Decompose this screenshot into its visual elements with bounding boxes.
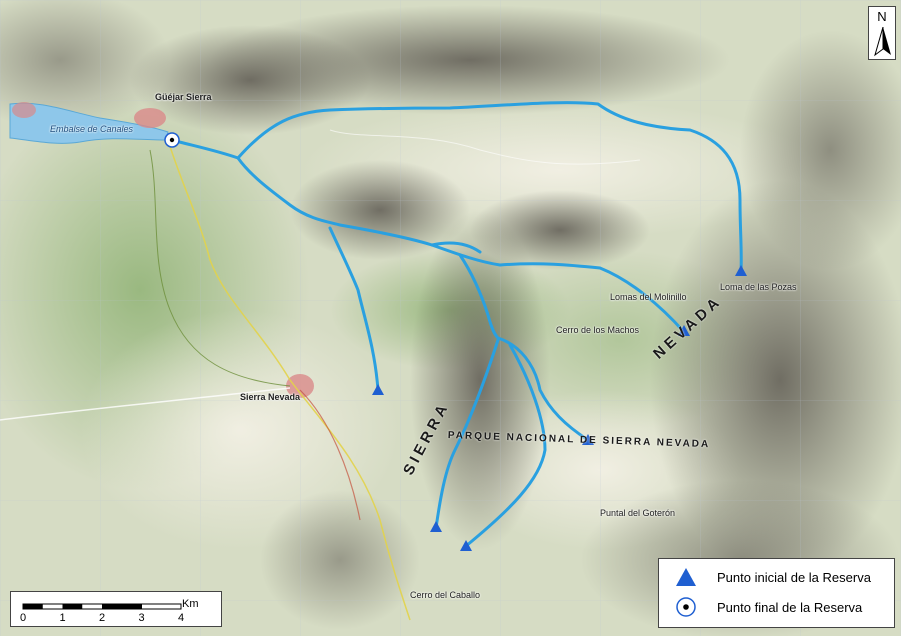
place-name: Loma de las Pozas [720,282,797,292]
place-name: Embalse de Canales [50,124,134,134]
scale-tick: 2 [98,612,106,624]
place-name: Güéjar Sierra [155,92,212,102]
scale-tick: 4 [177,612,185,624]
place-name: Cerro de los Machos [556,325,640,335]
scale-unit: Km [182,598,199,610]
place-name: Cerro del Caballo [410,590,481,600]
start-point-marker [582,434,594,445]
north-label: N [877,9,887,24]
map-legend: Punto inicial de la Reserva Punto final … [658,558,895,628]
end-point-marker [164,132,180,148]
start-point-marker [678,325,690,336]
target-point-icon [673,595,699,619]
legend-end-label: Punto final de la Reserva [717,599,863,615]
scale-tick: 3 [138,612,145,624]
scale-tick: 0 [19,612,27,624]
legend-start-label: Punto inicial de la Reserva [717,569,871,585]
place-name: Lomas del Molinillo [610,292,687,302]
triangle-icon [673,565,699,589]
scale-tick: 1 [59,612,66,624]
scale-bar-graphic [22,603,182,610]
route-network [170,101,743,548]
place-name: Sierra Nevada [240,392,301,402]
north-arrow-icon [874,27,891,57]
north-arrow: N [868,6,896,60]
legend-item-start: Punto inicial de la Reserva [673,565,871,589]
start-point-marker [460,540,472,551]
scale-bar: 0 1 2 3 4 Km [10,591,222,627]
start-point-marker [372,384,384,395]
legend-item-end: Punto final de la Reserva [673,595,862,619]
start-point-marker [430,521,442,532]
place-name: Puntal del Goterón [600,508,676,518]
start-point-marker [735,265,747,276]
